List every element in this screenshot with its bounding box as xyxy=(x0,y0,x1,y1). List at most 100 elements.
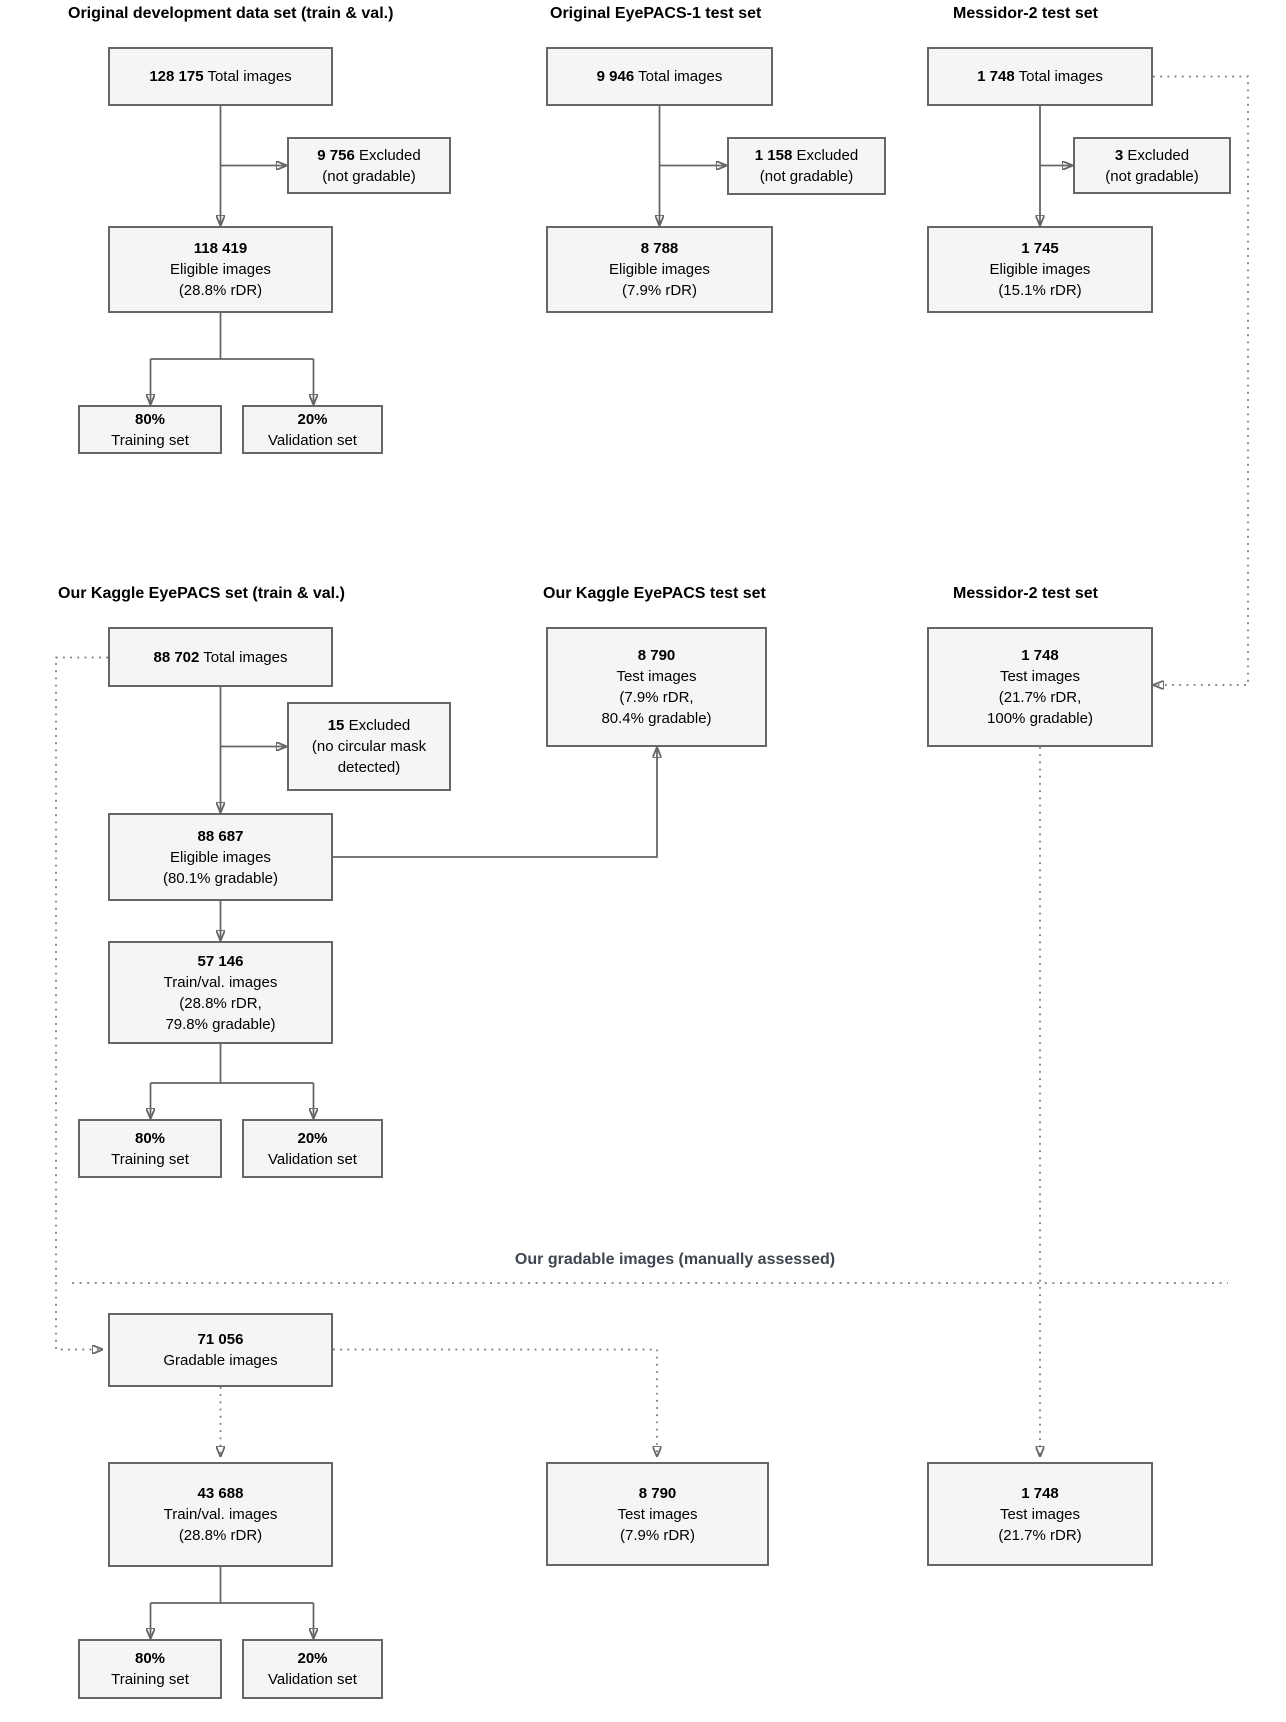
title-eyepacs1-test: Original EyePACS-1 test set xyxy=(550,5,762,22)
value-text: 8 790 xyxy=(637,647,676,664)
label: (21.7% rDR) xyxy=(998,1526,1082,1544)
mes-total-box: 1 748 Total images xyxy=(927,47,1153,106)
dev-total-box: 128 175 Total images xyxy=(108,47,333,106)
label: Total images xyxy=(1018,68,1103,85)
value-text: 8 788 xyxy=(640,240,679,257)
label: Total images xyxy=(638,68,723,85)
label: Test images xyxy=(616,668,697,685)
label: 79.8% gradable) xyxy=(165,1015,276,1033)
value: 9 946 xyxy=(596,68,635,85)
value: 1 745 xyxy=(1021,238,1059,259)
edge-kg-eligible-to-test xyxy=(333,748,657,858)
dev-val-box: 20% Validation set xyxy=(242,405,383,454)
dev-excluded-box: 9 756 Excluded (not gradable) xyxy=(287,137,451,194)
value: 1 748 xyxy=(1021,1483,1059,1504)
note: (not gradable) xyxy=(759,168,854,185)
value: 8 790 xyxy=(638,645,676,666)
label: Eligible images xyxy=(989,261,1091,278)
value: 88 687 xyxy=(198,826,244,847)
value: 80% xyxy=(135,409,165,430)
note: (no circular mask xyxy=(311,738,427,755)
label: Train/val. images xyxy=(163,1506,278,1523)
value-text: 80% xyxy=(134,410,166,428)
edge-kg-total-to-gradable-dotted xyxy=(55,656,108,1350)
edge-grad-trainval-split xyxy=(150,1567,314,1604)
value: 8 788 xyxy=(641,238,679,259)
label: (7.9% rDR) xyxy=(619,1526,695,1544)
label: Eligible images xyxy=(170,848,271,866)
value-text: 20% xyxy=(297,1650,328,1667)
box-line: 88 702 Total images xyxy=(153,647,287,668)
box-line: 128 175 Total images xyxy=(149,66,291,87)
label: Validation set xyxy=(268,1150,357,1168)
label: Validation set xyxy=(268,431,357,449)
grad-train-box: 80% Training set xyxy=(78,1639,222,1699)
title-messidor2-test: Messidor-2 test set xyxy=(953,585,1098,602)
kg-excluded-box: 15 Excluded (no circular mask detected) xyxy=(287,702,451,791)
value: 9 756 xyxy=(317,146,355,164)
edge-mes-total-to-mes2-test-dotted xyxy=(1153,75,1249,686)
box-line: 1 158 Excluded xyxy=(755,145,858,166)
value-text: 1 748 xyxy=(1021,647,1059,664)
grad-trainval-box: 43 688 Train/val. images (28.8% rDR) xyxy=(108,1462,333,1567)
label: Excluded xyxy=(348,717,411,734)
label: Test images xyxy=(999,1505,1081,1523)
box-line: 1 748 Total images xyxy=(977,66,1103,87)
gradable-box: 71 056 Gradable images xyxy=(108,1313,333,1387)
value: 20% xyxy=(297,409,327,430)
label: (28.8% rDR, xyxy=(179,994,262,1012)
mes-eligible-box: 1 745 Eligible images (15.1% rDR) xyxy=(927,226,1153,313)
value-text: 118 419 xyxy=(193,240,248,257)
note: (not gradable) xyxy=(1105,167,1199,185)
note: (not gradable) xyxy=(322,167,416,185)
label: 80.4% gradable) xyxy=(601,710,712,727)
value: 43 688 xyxy=(198,1483,244,1504)
value: 3 xyxy=(1114,146,1124,164)
label: Gradable images xyxy=(163,1352,278,1369)
label: (7.9% rDR, xyxy=(619,689,694,706)
value: 1 748 xyxy=(1021,645,1059,666)
label: (15.1% rDR) xyxy=(998,282,1082,299)
mes2-test-box: 1 748 Test images (21.7% rDR, 100% grada… xyxy=(927,627,1153,747)
value-text: 20% xyxy=(297,1129,328,1147)
value: 80% xyxy=(135,1128,165,1149)
title-kaggle-test: Our Kaggle EyePACS test set xyxy=(543,585,766,602)
label: Excluded xyxy=(796,147,859,164)
ep1-excluded-box: 1 158 Excluded (not gradable) xyxy=(727,137,886,195)
value: 88 702 xyxy=(153,648,200,666)
dev-train-box: 80% Training set xyxy=(78,405,222,454)
label: Training set xyxy=(111,431,189,449)
edge-kg-trainval-split xyxy=(150,1044,314,1084)
value-text: 20% xyxy=(297,410,328,428)
value-text: 71 056 xyxy=(197,1331,244,1348)
kg-total-box: 88 702 Total images xyxy=(108,627,333,687)
value: 1 158 xyxy=(754,147,793,164)
label: Training set xyxy=(111,1150,189,1168)
label: Total images xyxy=(207,68,292,85)
title-gradable-divider: Our gradable images (manually assessed) xyxy=(514,1251,836,1268)
value-text: 57 146 xyxy=(197,952,244,970)
label: Excluded xyxy=(359,146,421,164)
label: Test images xyxy=(999,668,1081,685)
ep1-eligible-box: 8 788 Eligible images (7.9% rDR) xyxy=(546,226,773,313)
edge-gradable-to-test-dotted xyxy=(333,1348,657,1457)
value: 1 748 xyxy=(977,68,1015,85)
note: detected) xyxy=(337,759,401,776)
label: (28.8% rDR) xyxy=(178,282,263,299)
title-messidor-test: Messidor-2 test set xyxy=(953,5,1098,22)
grad-test-box: 8 790 Test images (7.9% rDR) xyxy=(546,1462,769,1566)
label: Eligible images xyxy=(170,261,271,278)
mes-excluded-box: 3 Excluded (not gradable) xyxy=(1073,137,1231,194)
grad-val-box: 20% Validation set xyxy=(242,1639,383,1699)
value-text: 80% xyxy=(134,1129,166,1147)
label: 100% gradable) xyxy=(987,710,1093,727)
label: (28.8% rDR) xyxy=(178,1527,263,1544)
label: Validation set xyxy=(268,1671,357,1688)
value: 20% xyxy=(297,1648,327,1669)
edge-dev-eligible-split xyxy=(150,313,314,360)
value: 71 056 xyxy=(198,1329,244,1350)
box-line: 9 946 Total images xyxy=(597,66,723,87)
box-line: 3 Excluded xyxy=(1115,145,1189,166)
